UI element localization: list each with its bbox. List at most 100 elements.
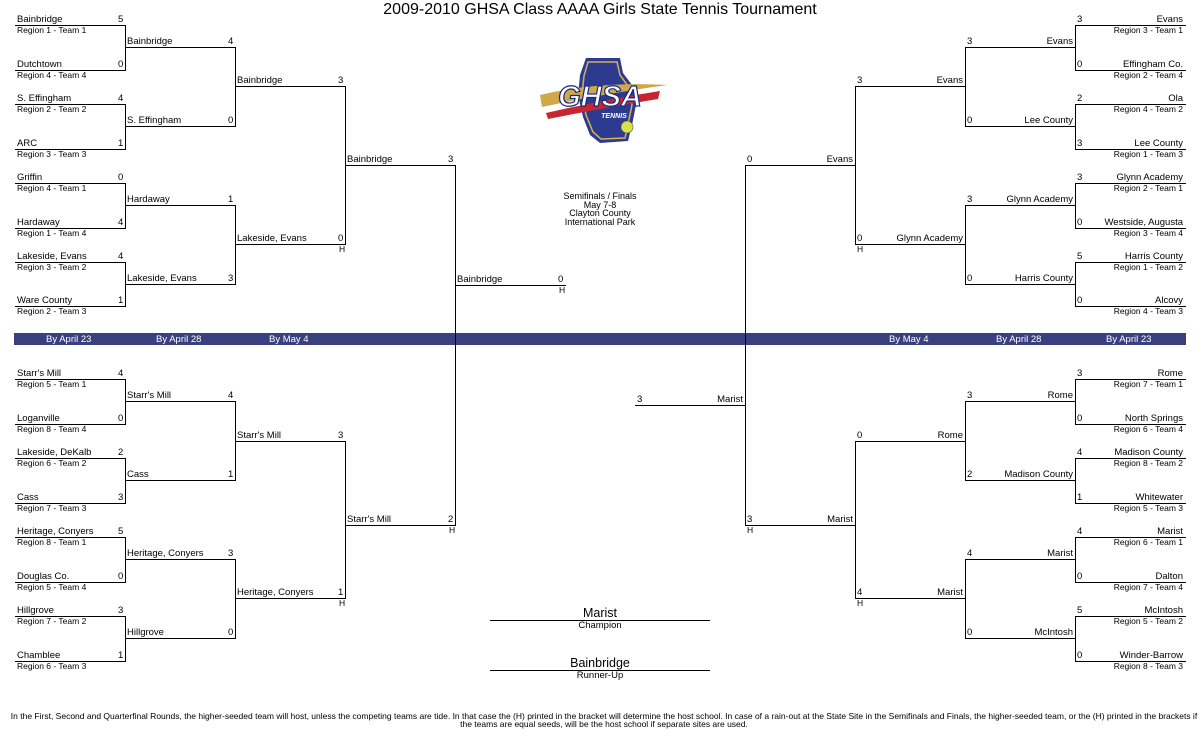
- finals-info: Semifinals / Finals May 7-8 Clayton Coun…: [540, 192, 660, 226]
- bracket-line: [345, 165, 456, 166]
- bracket-line: [745, 525, 856, 526]
- bracket-line: [855, 244, 966, 245]
- bracket-line: [1075, 306, 1186, 307]
- finals-info-line: May 7-8: [583, 199, 617, 210]
- host-marker: H: [559, 285, 566, 295]
- bracket-line: [855, 441, 856, 599]
- bracket-line: [15, 458, 126, 459]
- team-score: 0: [1077, 571, 1083, 582]
- team-score: 1: [118, 650, 124, 661]
- team-name: Rome: [1157, 368, 1183, 379]
- bracket-line: [1075, 616, 1076, 662]
- team-score: 0: [967, 273, 973, 284]
- team-score: 3: [967, 36, 973, 47]
- bracket-line: [965, 205, 1076, 206]
- champion-label: Champion: [578, 620, 622, 631]
- team-name: Griffin: [17, 172, 43, 183]
- bracket-line: [855, 441, 966, 442]
- bracket-line: [1075, 379, 1076, 425]
- team-region: Region 6 - Team 3: [17, 661, 87, 671]
- team-name: Harris County: [1124, 251, 1183, 262]
- round-label: By April 23: [46, 334, 92, 345]
- team-score: 3: [1077, 138, 1083, 149]
- bracket-line: [965, 47, 966, 127]
- team-name: Bainbridge: [127, 36, 173, 47]
- team-name: Ola: [1168, 93, 1183, 104]
- team-score: 4: [228, 36, 234, 47]
- team-name: Lakeside, DeKalb: [17, 447, 92, 458]
- team-region: Region 3 - Team 4: [1113, 228, 1183, 238]
- team-score: 0: [1077, 650, 1083, 661]
- bracket-line: [125, 183, 126, 229]
- team-name: Bainbridge: [17, 14, 63, 25]
- bracket-line: [235, 559, 236, 639]
- team-score: 4: [118, 251, 124, 262]
- team-score: 1: [118, 295, 124, 306]
- team-name: Starr's Mill: [237, 430, 282, 441]
- team-region: Region 1 - Team 4: [17, 228, 87, 238]
- bracket-line: [125, 104, 126, 150]
- bracket-line: [15, 379, 126, 380]
- svg-text:TENNIS: TENNIS: [601, 113, 627, 120]
- team-score: 3: [1077, 368, 1083, 379]
- bracket-line: [125, 25, 126, 71]
- bracket-line: [1075, 582, 1186, 583]
- team-score: 1: [228, 194, 234, 205]
- team-name: Hardaway: [127, 194, 170, 205]
- team-region: Region 4 - Team 1: [17, 183, 87, 193]
- team-score: 2: [118, 447, 124, 458]
- team-name: Cass: [127, 469, 149, 480]
- team-region: Region 2 - Team 4: [1113, 70, 1183, 80]
- bracket-line: [965, 126, 1076, 127]
- team-name: Marist: [1157, 526, 1183, 537]
- bracket-line: [745, 165, 746, 526]
- round-label: By May 4: [889, 334, 929, 345]
- team-name: Effingham Co.: [1122, 59, 1183, 70]
- team-name: Glynn Academy: [1006, 194, 1073, 205]
- team-score: 3: [967, 194, 973, 205]
- team-region: Region 7 - Team 3: [17, 503, 87, 513]
- team-name: McIntosh: [1034, 627, 1073, 638]
- bracket-line: [15, 262, 126, 263]
- team-region: Region 8 - Team 2: [1113, 458, 1183, 468]
- team-region: Region 3 - Team 3: [17, 149, 87, 159]
- team-score: 5: [1077, 251, 1083, 262]
- team-name: Loganville: [17, 413, 60, 424]
- team-region: Region 3 - Team 1: [1113, 25, 1183, 35]
- team-region: Region 3 - Team 2: [17, 262, 87, 272]
- ghsa-tennis-logo: GHSA TENNIS: [528, 55, 673, 147]
- bracket-line: [345, 441, 346, 599]
- bracket-line: [1075, 183, 1186, 184]
- team-name: Heritage, Conyers: [127, 548, 204, 559]
- team-region: Region 5 - Team 3: [1113, 503, 1183, 513]
- team-score: 4: [1077, 447, 1083, 458]
- bracket-line: [1075, 104, 1076, 150]
- team-score: 1: [228, 469, 234, 480]
- host-marker: H: [747, 525, 754, 535]
- bracket-line: [15, 104, 126, 105]
- bracket-line: [1075, 616, 1186, 617]
- finals-info-line: International Park: [564, 216, 636, 227]
- team-score: 5: [118, 526, 124, 537]
- team-region: Region 1 - Team 3: [1113, 149, 1183, 159]
- bracket-line: [235, 86, 346, 87]
- team-score: 0: [118, 59, 124, 70]
- team-score: 3: [637, 394, 643, 405]
- bracket-line: [125, 47, 236, 48]
- team-region: Region 6 - Team 1: [1113, 537, 1183, 547]
- bracket-line: [965, 47, 1076, 48]
- round-label: By April 28: [156, 334, 202, 345]
- team-score: 0: [558, 274, 564, 285]
- team-score: 1: [338, 587, 344, 598]
- ghsa-logo-icon: GHSA TENNIS: [540, 58, 668, 143]
- team-name: Hillgrove: [127, 627, 164, 638]
- bracket-line: [1075, 661, 1186, 662]
- round-label: By April 23: [1106, 334, 1152, 345]
- team-score: 0: [857, 430, 863, 441]
- team-score: 2: [1077, 93, 1083, 104]
- team-score: 1: [118, 138, 124, 149]
- team-score: 0: [1077, 59, 1083, 70]
- team-name: Madison County: [1004, 469, 1073, 480]
- bracket-line: [125, 458, 126, 504]
- team-name: Dutchtown: [17, 59, 62, 70]
